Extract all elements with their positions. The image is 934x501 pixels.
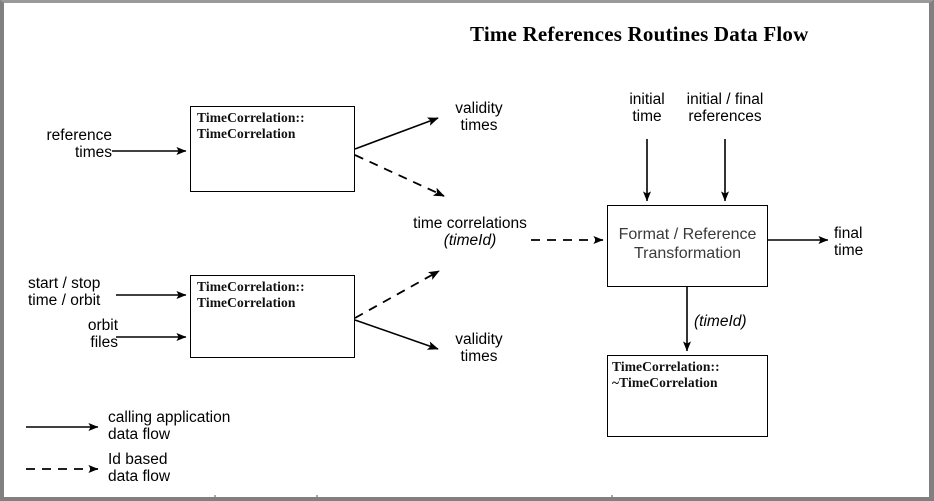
box-timecorrelation-constructor-bottom <box>190 275 355 358</box>
destructor-line1: TimeCorrelation:: <box>612 359 720 374</box>
box-bottom-line1: TimeCorrelation:: <box>197 279 305 294</box>
legend-label-solid: calling application data flow <box>108 409 231 443</box>
transformation-line2: Transformation <box>634 245 741 262</box>
label-final-time: final time <box>834 225 864 259</box>
box-bottom-label: TimeCorrelation::TimeCorrelation <box>197 279 352 311</box>
label-initial-final-references: initial / final references <box>686 91 764 125</box>
label-start-stop-time-orbit: start / stop time / orbit <box>28 275 101 309</box>
destructor-line2: ~TimeCorrelation <box>612 375 718 390</box>
legend-label-dashed: Id based data flow <box>108 451 171 485</box>
box-top-line2: TimeCorrelation <box>197 126 296 141</box>
transformation-line1: Format / Reference <box>618 226 757 243</box>
destructor-label: TimeCorrelation::~TimeCorrelation <box>612 359 764 391</box>
label-validity-times-bottom: validity times <box>455 331 503 365</box>
label-time-correlations: time correlations(timeId) <box>396 215 544 249</box>
arrow-validity-times-bottom <box>354 319 439 350</box>
label-time-correlations-text: time correlations <box>413 215 527 232</box>
box-top-label: TimeCorrelation::TimeCorrelation <box>197 110 352 142</box>
arrow-time-correlations-from-top <box>354 154 445 197</box>
label-initial-time: initial time <box>629 91 665 125</box>
box-timecorrelation-constructor-top <box>190 106 355 192</box>
label-validity-times-top: validity times <box>455 100 503 134</box>
arrow-time-correlations-from-bottom <box>354 270 440 319</box>
diagram-connectors <box>26 117 829 497</box>
arrow-validity-times-top <box>354 117 439 150</box>
label-destructor-timeid: (timeId) <box>694 313 747 330</box>
box-top-line1: TimeCorrelation:: <box>197 110 305 125</box>
box-timecorrelation-destructor <box>607 355 768 437</box>
diagram-title: Time References Routines Data Flow <box>470 22 809 46</box>
box-bottom-line2: TimeCorrelation <box>197 295 296 310</box>
label-reference-times: reference times <box>46 127 112 161</box>
label-time-correlations-id: (timeId) <box>443 232 497 249</box>
label-orbit-files: orbit files <box>87 317 118 351</box>
box-format-reference-transformation <box>607 205 768 287</box>
